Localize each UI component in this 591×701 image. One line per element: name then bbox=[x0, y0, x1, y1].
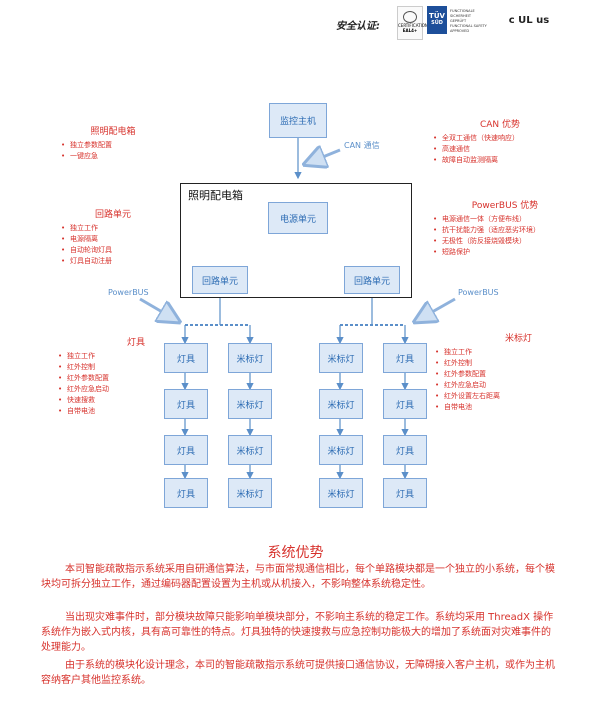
eal-cert-line-2: EAL4+ bbox=[402, 28, 418, 33]
list-item: 短路保护 bbox=[433, 247, 580, 258]
list-item: 独立参数配置 bbox=[61, 140, 168, 151]
list-item: 灯具自动注册 bbox=[61, 256, 168, 267]
device-box: 灯具 bbox=[164, 435, 208, 465]
list-item: 独立工作 bbox=[435, 347, 562, 358]
section-powerbus-title: PowerBUS 优势 bbox=[471, 201, 539, 211]
section-distribution: 照明配电箱 独立参数配置一键应急 bbox=[58, 124, 168, 162]
list-item: 快速搜救 bbox=[58, 395, 155, 406]
section-powerbus: PowerBUS 优势 电源通信一体（方便布线）抗干扰能力强（适应恶劣环境）无极… bbox=[430, 198, 580, 258]
list-item: 红外应急启动 bbox=[58, 384, 155, 395]
section-loop-title: 回路单元 bbox=[94, 210, 131, 220]
powerbus-right-label: PowerBUS bbox=[458, 288, 499, 297]
tuv-cert-badge: TÜV SÜD FUNCTIONALE SICHERHEIT GEPRÜFT F… bbox=[427, 6, 495, 36]
certification-label: 安全认证: bbox=[336, 21, 380, 32]
list-item: 无极性（防反接烧毁模块） bbox=[433, 236, 580, 247]
list-item: 红外设置左右距离 bbox=[435, 391, 562, 402]
device-box: 米标灯 bbox=[228, 389, 272, 419]
tuv-side-1: FUNCTIONALE SICHERHEIT bbox=[450, 9, 475, 18]
list-item: 电源通信一体（方便布线） bbox=[433, 214, 580, 225]
section-loop: 回路单元 独立工作电源隔离自动轮询灯具灯具自动注册 bbox=[58, 207, 168, 267]
list-item: 故障自动监测隔离 bbox=[433, 155, 570, 166]
device-box: 米标灯 bbox=[319, 343, 363, 373]
eal-cert-line-1: CERTIFICATION bbox=[398, 23, 428, 28]
distribution-box-title: 照明配电箱 bbox=[188, 189, 243, 202]
list-item: 高速通信 bbox=[433, 144, 570, 155]
host-box: 监控主机 bbox=[269, 103, 327, 138]
list-item: 红外参数配置 bbox=[58, 373, 155, 384]
list-item: 独立工作 bbox=[61, 223, 168, 234]
device-box: 灯具 bbox=[383, 435, 427, 465]
loop-unit-right: 回路单元 bbox=[344, 266, 400, 294]
tuv-logo-line-2: SÜD bbox=[431, 20, 443, 26]
list-item: 电源隔离 bbox=[61, 234, 168, 245]
section-can: CAN 优势 全双工通信（快速响应）高速通信故障自动监测隔离 bbox=[430, 117, 570, 166]
device-box: 灯具 bbox=[164, 343, 208, 373]
tuv-side-3: FUNCTIONAL SAFETY bbox=[450, 24, 487, 28]
section-mark-lamp: 米标灯 独立工作红外控制红外参数配置红外应急启动红外设置左右距离自带电池 bbox=[432, 331, 562, 413]
list-item: 独立工作 bbox=[58, 351, 155, 362]
list-item: 一键应急 bbox=[61, 151, 168, 162]
list-item: 全双工通信（快速响应） bbox=[433, 133, 570, 144]
section-distribution-title: 照明配电箱 bbox=[90, 127, 136, 137]
advantage-paragraph-1: 本司智能疏散指示系统采用自研通信算法，与市面常规通信相比，每个单路模块都是一个独… bbox=[41, 564, 555, 590]
section-can-title: CAN 优势 bbox=[479, 120, 521, 130]
section-lamp-title: 灯具 bbox=[126, 338, 145, 348]
tuv-logo-line-1: TÜV bbox=[429, 12, 445, 20]
device-box: 灯具 bbox=[164, 389, 208, 419]
loop-unit-left: 回路单元 bbox=[192, 266, 248, 294]
advantage-paragraph-3: 由于系统的模块化设计理念，本司的智能疏散指示系统可提供接口通信协议，无障碍接入客… bbox=[41, 660, 555, 686]
ul-cert-badge: c UL us bbox=[508, 15, 550, 26]
device-box: 米标灯 bbox=[228, 435, 272, 465]
device-box: 米标灯 bbox=[319, 435, 363, 465]
device-box: 灯具 bbox=[383, 343, 427, 373]
device-box: 灯具 bbox=[383, 478, 427, 508]
device-box: 米标灯 bbox=[228, 343, 272, 373]
section-mark-lamp-title: 米标灯 bbox=[504, 334, 532, 344]
list-item: 红外参数配置 bbox=[435, 369, 562, 380]
list-item: 红外应急启动 bbox=[435, 380, 562, 391]
list-item: 自动轮询灯具 bbox=[61, 245, 168, 256]
powerbus-left-label: PowerBUS bbox=[108, 288, 149, 297]
device-box: 灯具 bbox=[164, 478, 208, 508]
eal-cert-badge: CERTIFICATION EAL4+ bbox=[397, 6, 428, 40]
advantages-title: 系统优势 bbox=[267, 545, 324, 561]
list-item: 红外控制 bbox=[435, 358, 562, 369]
list-item: 自带电池 bbox=[435, 402, 562, 413]
power-unit-box: 电源单元 bbox=[268, 202, 328, 234]
device-box: 米标灯 bbox=[319, 478, 363, 508]
device-box: 米标灯 bbox=[319, 389, 363, 419]
device-box: 灯具 bbox=[383, 389, 427, 419]
tuv-side-2: GEPRÜFT bbox=[450, 19, 467, 23]
can-label: CAN 通信 bbox=[344, 141, 380, 150]
device-box: 米标灯 bbox=[228, 478, 272, 508]
section-lamp: 灯具 独立工作红外控制红外参数配置红外应急启动快速搜救自带电池 bbox=[55, 335, 155, 417]
advantage-paragraph-2: 当出现灾难事件时，部分模块故障只能影响单模块部分，不影响主系统的稳定工作。系统均… bbox=[41, 612, 554, 653]
list-item: 自带电池 bbox=[58, 406, 155, 417]
list-item: 抗干扰能力强（适应恶劣环境） bbox=[433, 225, 580, 236]
tuv-side-4: APPROVED bbox=[450, 29, 470, 33]
list-item: 红外控制 bbox=[58, 362, 155, 373]
